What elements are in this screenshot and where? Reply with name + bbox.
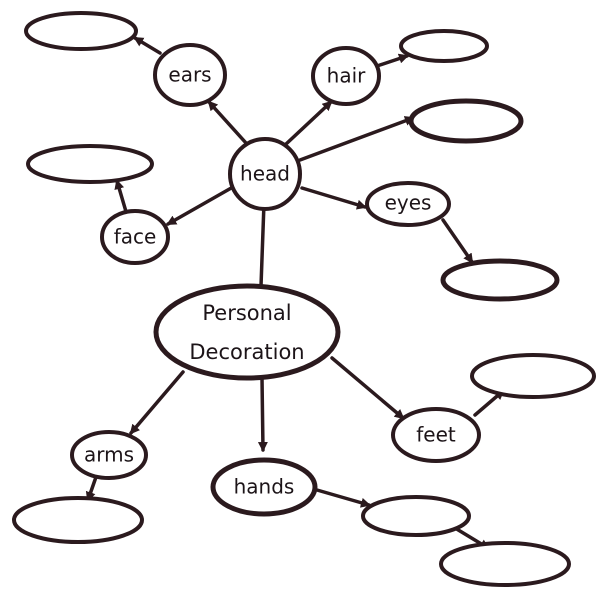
center-label-line2: Decoration: [189, 340, 304, 364]
link-eyes-blank: [441, 218, 474, 264]
head-label: head: [240, 162, 290, 186]
blank-bubbles: [12, 11, 596, 587]
node-hands: hands: [210, 457, 318, 517]
center-bubble: [153, 283, 341, 381]
blank-bubble-top-left: [24, 11, 138, 51]
link-head-blank-right: [298, 116, 415, 162]
ears-label: ears: [168, 63, 211, 87]
eyes-bubble: [365, 181, 451, 227]
node-arms: arms: [70, 430, 148, 480]
node-head: head: [228, 137, 302, 211]
head-bubble: [228, 137, 302, 211]
arms-bubble: [70, 430, 148, 480]
center-label-line1: Personal: [202, 301, 291, 325]
hair-bubble: [311, 46, 381, 106]
link-center-feet: [330, 356, 405, 420]
blank-bubble-bottom-center: [361, 495, 471, 537]
node-ears: ears: [153, 43, 227, 107]
node-eyes: eyes: [365, 181, 451, 227]
blank-bubble-bottom-right: [439, 541, 571, 587]
blank-bubble-top-right: [399, 29, 489, 63]
blank-bubble-right-lower: [470, 353, 596, 399]
blank-bubble-left: [26, 144, 154, 184]
link-center-hands: [257, 376, 268, 452]
link-head-hair: [283, 100, 333, 147]
link-center-arms: [129, 370, 185, 435]
link-face-blank: [114, 179, 129, 217]
connectors: [85, 36, 505, 550]
link-arms-blank: [85, 475, 98, 502]
feet-bubble: [391, 407, 481, 463]
link-hair-blank: [375, 53, 409, 68]
hands-bubble: [210, 457, 318, 517]
hands-label: hands: [234, 475, 295, 499]
face-label: face: [114, 225, 157, 249]
eyes-label: eyes: [385, 191, 432, 215]
link-center-head: [259, 201, 266, 288]
link-hands-blank: [315, 488, 371, 508]
link-head-eyes: [300, 186, 367, 210]
link-head-ears: [207, 100, 248, 145]
node-face: face: [100, 209, 170, 265]
feet-label: feet: [416, 423, 456, 447]
link-head-face: [166, 185, 235, 226]
node-feet: feet: [391, 407, 481, 463]
hair-label: hair: [327, 64, 366, 88]
node-hair: hair: [311, 46, 381, 106]
blank-bubble-right-upper: [408, 98, 524, 144]
node-center: Personal Decoration: [153, 283, 341, 381]
face-bubble: [100, 209, 170, 265]
ears-bubble: [153, 43, 227, 107]
arms-label: arms: [84, 443, 134, 467]
blank-bubble-right-middle: [440, 258, 560, 302]
blank-bubble-bottom-left: [12, 496, 144, 544]
link-ears-blank: [133, 36, 162, 55]
